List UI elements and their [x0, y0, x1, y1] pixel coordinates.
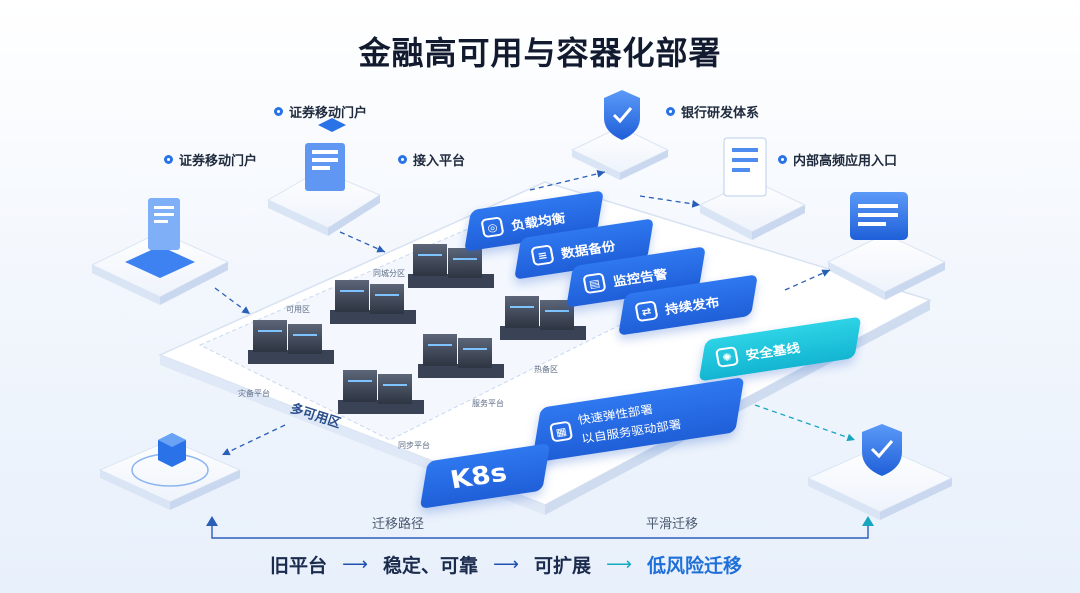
server-rack-icon — [248, 320, 334, 364]
bullet-icon — [274, 107, 283, 116]
internal-text: 内部高频应用入口 — [793, 154, 898, 169]
access-label: 接入平台 — [398, 150, 465, 169]
internal-plate — [698, 137, 807, 240]
bullet-icon — [164, 155, 173, 164]
portal-top-text: 证券移动门户 — [289, 106, 368, 121]
zone-small-label: 灾备平台 — [238, 389, 270, 398]
pipeline-icon: ⇄ — [634, 300, 659, 323]
backup-label: 数据备份 — [560, 239, 617, 262]
zone-small-label: 同城分区 — [373, 269, 405, 278]
internal-label: 内部高频应用入口 — [778, 150, 897, 169]
shield-check-icon — [862, 424, 902, 476]
document-icon — [723, 137, 767, 197]
flow-step: 可扩展 — [534, 555, 592, 577]
portal-left-plate — [90, 198, 230, 305]
zone-small-label: 同步平台 — [398, 441, 430, 450]
bullet-icon — [778, 155, 787, 164]
network-icon: ◎ — [480, 216, 505, 239]
document-stack-icon — [148, 198, 180, 250]
database-icon: ≡ — [530, 244, 555, 267]
flow-bracket — [206, 516, 874, 539]
portal-left-text: 证券移动门户 — [179, 154, 258, 169]
server-rack-icon — [408, 244, 494, 288]
portal-top-label: 证券移动门户 — [274, 102, 367, 121]
server-rack-icon — [330, 280, 416, 324]
arrow-right-icon: ⟶ — [342, 554, 368, 575]
zone-small-label: 服务平台 — [472, 399, 504, 408]
server-rack-icon — [500, 296, 586, 340]
monitor-icon: ▤ — [582, 272, 607, 295]
flow-step: 稳定、可靠 — [383, 555, 479, 577]
portal-top-plate — [266, 118, 382, 236]
calendar-icon: ▦ — [549, 420, 574, 443]
server-rack-icon — [418, 334, 504, 378]
target-plate — [806, 424, 954, 520]
path-label: 迁移路径 — [372, 517, 425, 532]
bullet-icon — [398, 155, 407, 164]
monitor-label: 监控告警 — [612, 267, 669, 290]
flow-step: 旧平台 — [270, 555, 328, 577]
server-cluster — [248, 244, 586, 414]
bullet-icon — [666, 107, 675, 116]
k8s-label: K8s — [448, 458, 510, 496]
load-balance-label: 负载均衡 — [510, 211, 567, 234]
smooth-label: 平滑迁移 — [646, 517, 699, 532]
page-title: 金融高可用与容器化部署 — [358, 34, 722, 72]
flow-step: 低风险迁移 — [647, 555, 743, 577]
release-label: 持续发布 — [664, 295, 721, 318]
bank-label: 银行研发体系 — [666, 102, 759, 121]
bank-plate — [570, 90, 670, 180]
access-text: 接入平台 — [413, 154, 466, 169]
portal-left-label: 证券移动门户 — [164, 150, 257, 169]
zone-small-label: 可用区 — [286, 305, 310, 314]
server-rack-icon — [338, 370, 424, 414]
chat-plate — [826, 192, 947, 300]
bank-text: 银行研发体系 — [681, 106, 760, 121]
flow-steps: 旧平台 ⟶ 稳定、可靠 ⟶ 可扩展 ⟶ 低风险迁移 — [270, 551, 742, 578]
security-label: 安全基线 — [744, 340, 802, 364]
legacy-plate — [98, 433, 242, 510]
shield-icon — [604, 90, 640, 140]
arrow-right-icon: ⟶ — [606, 554, 632, 575]
gear-icon: ✺ — [714, 346, 740, 368]
arrow-right-icon: ⟶ — [493, 554, 519, 575]
zone-small-label: 热备区 — [534, 365, 558, 374]
